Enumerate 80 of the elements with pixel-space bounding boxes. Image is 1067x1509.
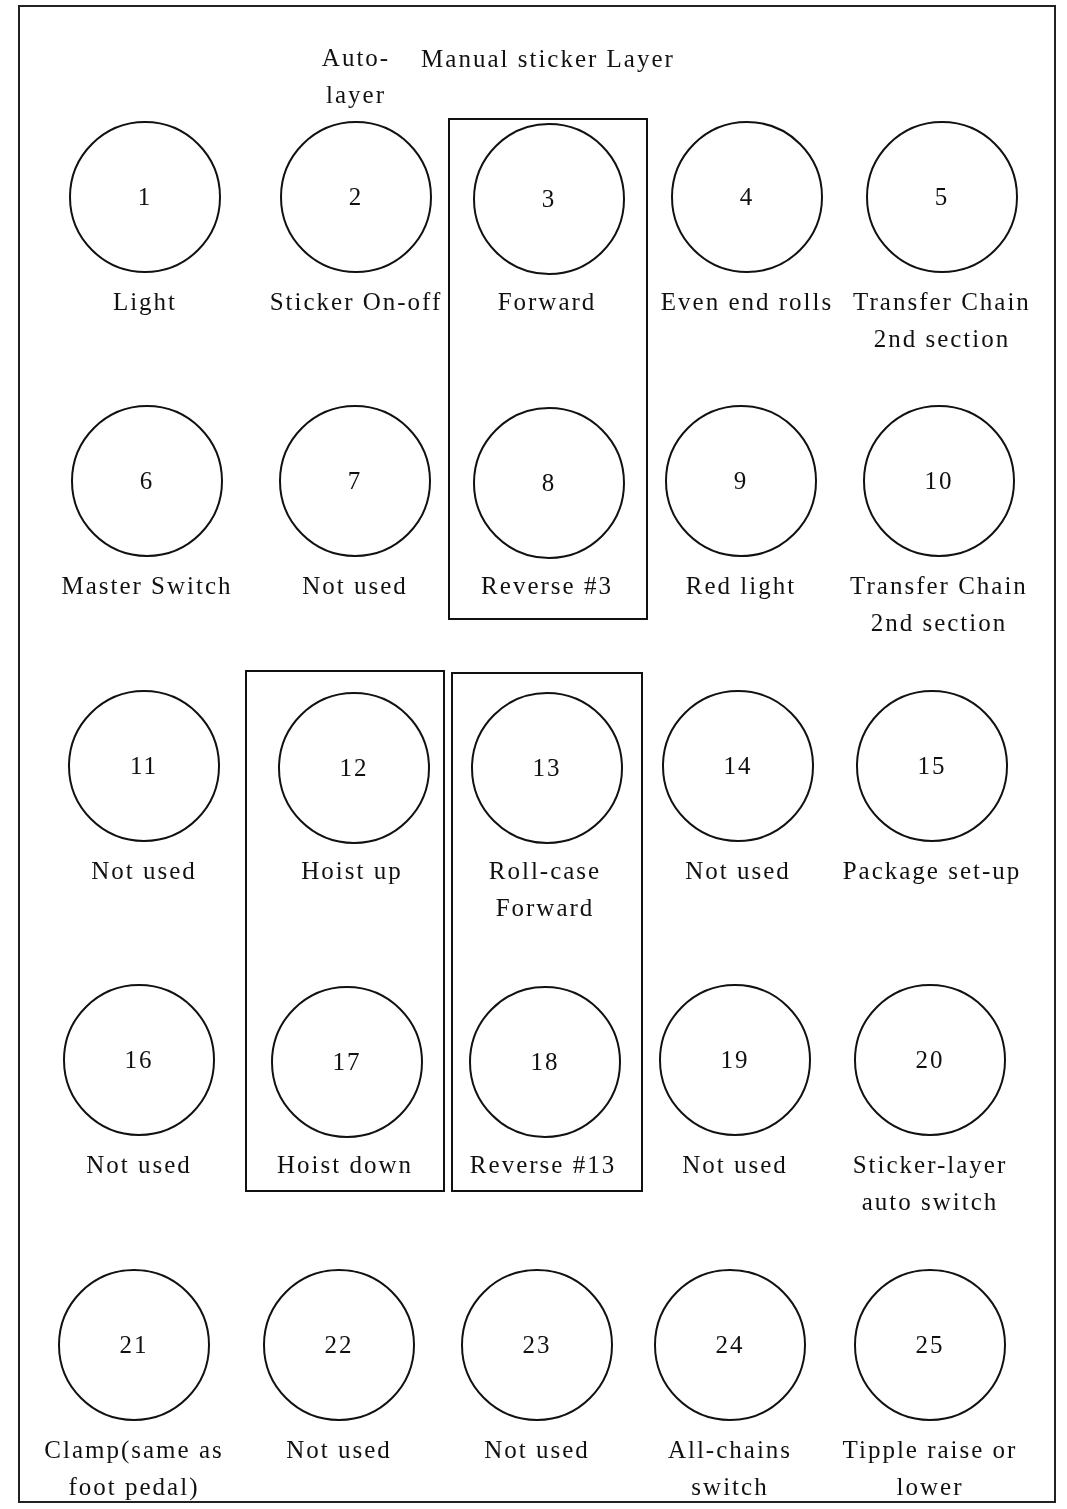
switch-number: 5 (934, 183, 950, 211)
switch-label: Sticker-layer auto switch (851, 1150, 1009, 1217)
switch-number: 14 (723, 752, 753, 780)
switch-label: Clamp(same as foot pedal) (43, 1435, 225, 1503)
switch-button (68, 690, 220, 842)
switch-label: Package set-up (841, 856, 1023, 886)
switch-button (665, 405, 817, 557)
switch-label: Reverse #13 (468, 1150, 618, 1180)
switch-button (71, 405, 223, 557)
switch-number: 17 (332, 1048, 362, 1076)
switch-number: 3 (541, 185, 557, 213)
switch-button (473, 123, 625, 275)
switch-label: Tipple raise or lower (841, 1435, 1019, 1502)
switch-button (659, 984, 811, 1136)
group-box (451, 672, 643, 1192)
switch-number: 21 (119, 1331, 149, 1359)
switch-number: 20 (915, 1046, 945, 1074)
switch-label: Not used (684, 856, 792, 886)
switch-label: Auto-layer (320, 43, 392, 110)
switch-button (471, 692, 623, 844)
switch-button (671, 121, 823, 273)
switch-number: 10 (924, 467, 954, 495)
switch-button (866, 121, 1018, 273)
switch-label: Transfer Chain 2nd section (852, 287, 1032, 354)
switch-label: Roll-case Forward (487, 856, 603, 923)
switch-button (863, 405, 1015, 557)
switch-label: Master Switch (60, 571, 234, 601)
switch-button (469, 986, 621, 1138)
switch-number: 6 (139, 467, 155, 495)
switch-number: 18 (530, 1048, 560, 1076)
switch-label: Light (111, 287, 179, 317)
switch-button (263, 1269, 415, 1421)
switch-button (854, 984, 1006, 1136)
switch-number: 2 (348, 183, 364, 211)
switch-button (279, 405, 431, 557)
switch-button (654, 1269, 806, 1421)
switch-button (278, 692, 430, 844)
switch-number: 19 (720, 1046, 750, 1074)
switch-button (271, 986, 423, 1138)
switch-number: 24 (715, 1331, 745, 1359)
switch-label: All-chains switch (666, 1435, 794, 1502)
switch-label: Not used (285, 1435, 393, 1465)
switch-button (662, 690, 814, 842)
switch-label: Not used (483, 1435, 591, 1465)
switch-number: 16 (124, 1046, 154, 1074)
group-box (448, 118, 648, 620)
switch-number: 22 (324, 1331, 354, 1359)
switch-number: 15 (917, 752, 947, 780)
switch-label: Sticker On-off (268, 287, 444, 317)
group-box (245, 670, 445, 1192)
switch-button (473, 407, 625, 559)
switch-number: 8 (541, 469, 557, 497)
switch-label: Forward (496, 287, 598, 317)
switch-label: Not used (85, 1150, 193, 1180)
switch-label: Hoist up (300, 856, 404, 886)
switch-number: 25 (915, 1331, 945, 1359)
switch-button (280, 121, 432, 273)
switch-label: Transfer Chain 2nd section (849, 571, 1029, 638)
group-heading: Manual sticker Layer (420, 44, 676, 74)
switch-button (854, 1269, 1006, 1421)
switch-label: Not used (681, 1150, 789, 1180)
switch-number: 7 (347, 467, 363, 495)
switch-button (856, 690, 1008, 842)
switch-label: Hoist down (276, 1150, 414, 1180)
switch-label: Red light (684, 571, 798, 601)
switch-number: 12 (339, 754, 369, 782)
switch-label: Reverse #3 (480, 571, 614, 601)
switch-label: Not used (90, 856, 198, 886)
switch-number: 23 (522, 1331, 552, 1359)
switch-label: Not used (301, 571, 409, 601)
switch-label: Even end rolls (659, 287, 835, 317)
switch-number: 9 (733, 467, 749, 495)
switch-number: 13 (532, 754, 562, 782)
switch-button (58, 1269, 210, 1421)
switch-number: 4 (739, 183, 755, 211)
switch-button (461, 1269, 613, 1421)
switch-number: 11 (129, 752, 159, 780)
switch-number: 1 (137, 183, 153, 211)
switch-button (69, 121, 221, 273)
switch-button (63, 984, 215, 1136)
